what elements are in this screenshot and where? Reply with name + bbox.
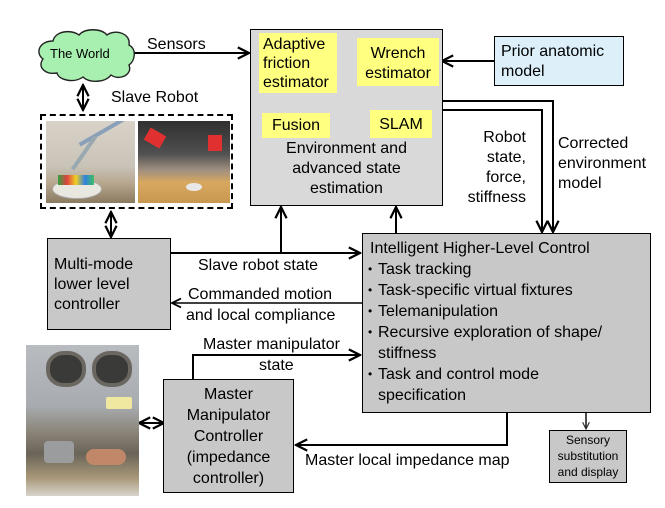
- master-console-photo: [26, 345, 139, 496]
- estimation-title: Environment and advanced state estimatio…: [250, 139, 443, 199]
- lower-controller-block: [47, 238, 171, 330]
- adaptive-friction-line: estimator: [263, 74, 329, 91]
- robot-state-line: force,: [485, 169, 526, 186]
- lower-controller-label: Multi-mode lower level controller: [54, 255, 133, 315]
- slave-robot-photo-2: [138, 121, 230, 203]
- estimation-title-line: Environment and: [286, 140, 407, 157]
- master-controller-label: Master Manipulator Controller (impedance…: [163, 384, 294, 489]
- estimation-title-line: estimation: [310, 180, 383, 197]
- slave-state-label: Slave robot state: [198, 257, 319, 274]
- lower-controller-line: lower level: [54, 276, 130, 293]
- robot-state-line: Robot: [483, 129, 526, 146]
- world-label: The World: [50, 46, 110, 61]
- master-state-arrow: [192, 355, 360, 380]
- higher-control-list: Task tracking Task-specific virtual fixt…: [368, 259, 648, 406]
- prior-model-line: model: [501, 63, 545, 80]
- master-controller-line: Controller: [193, 428, 264, 445]
- slam-label: SLAM: [379, 116, 423, 133]
- master-state-label-2: state: [259, 357, 294, 374]
- prior-model-label: Prior anatomic model: [501, 42, 604, 82]
- higher-control-item: Recursive exploration of shape/ stiffnes…: [368, 322, 628, 364]
- robot-state-label: Robot state, force, stiffness: [460, 128, 526, 208]
- higher-control-item: Task-specific virtual fixtures: [368, 280, 648, 301]
- higher-control-title: Intelligent Higher-Level Control: [370, 240, 590, 257]
- adaptive-friction-line: Adaptive: [263, 36, 326, 53]
- slam-box: [370, 110, 432, 138]
- corrected-env-line: model: [558, 175, 602, 192]
- master-controller-block: [163, 379, 294, 493]
- impedance-map-label: Master local impedance map: [305, 452, 510, 469]
- higher-control-item: Telemanipulation: [368, 301, 648, 322]
- sensors-label: Sensors: [147, 36, 206, 53]
- slave-robot-photo-1: [46, 121, 135, 203]
- commanded-motion-label-2: and local compliance: [186, 307, 336, 324]
- wrench-estimator-label: Wrench estimator: [358, 44, 438, 84]
- robot-state-line: state,: [486, 149, 526, 166]
- master-state-label-1: Master manipulator: [203, 336, 340, 353]
- corrected-env-line: Corrected: [558, 135, 629, 152]
- adaptive-friction-line: friction: [263, 55, 311, 72]
- master-controller-line: controller): [192, 470, 265, 487]
- master-controller-line: Manipulator: [186, 407, 271, 424]
- corrected-env-line: environment: [558, 155, 647, 172]
- master-controller-line: Master: [204, 386, 253, 403]
- corrected-env-arrow: [443, 100, 553, 232]
- fusion-box: [262, 113, 330, 138]
- higher-control-item: Task tracking: [368, 259, 648, 280]
- prior-model-line: Prior anatomic: [501, 43, 605, 60]
- adaptive-friction-label: Adaptive friction estimator: [263, 35, 329, 92]
- slave-robot-photos: [40, 114, 233, 209]
- sensory-line: substitution: [557, 449, 619, 463]
- sensory-label: Sensory substitution and display: [549, 432, 627, 480]
- wrench-line: Wrench: [370, 45, 426, 62]
- master-controller-line: (impedance: [186, 449, 271, 466]
- world-cloud: [38, 29, 135, 82]
- sensory-line: Sensory: [565, 433, 611, 447]
- robot-state-line: stiffness: [467, 189, 526, 206]
- slave-robot-label: Slave Robot: [111, 89, 199, 106]
- higher-control-item: Task and control mode specification: [368, 364, 578, 406]
- lower-controller-line: Multi-mode: [54, 256, 134, 273]
- corrected-env-label: Corrected environment model: [558, 134, 646, 194]
- sensory-block: [549, 430, 627, 483]
- fusion-label: Fusion: [271, 117, 321, 134]
- adaptive-friction-box: [259, 33, 337, 93]
- impedance-map-arrow: [296, 412, 508, 445]
- wrench-line: estimator: [365, 65, 431, 82]
- prior-model-box: [494, 36, 624, 86]
- wrench-estimator-box: [357, 38, 439, 86]
- lower-controller-line: controller: [54, 296, 120, 313]
- robot-state-arrow: [443, 109, 542, 232]
- sensory-line: and display: [557, 465, 619, 479]
- estimation-title-line: advanced state: [292, 160, 401, 177]
- commanded-motion-label-1: Commanded motion: [188, 286, 333, 303]
